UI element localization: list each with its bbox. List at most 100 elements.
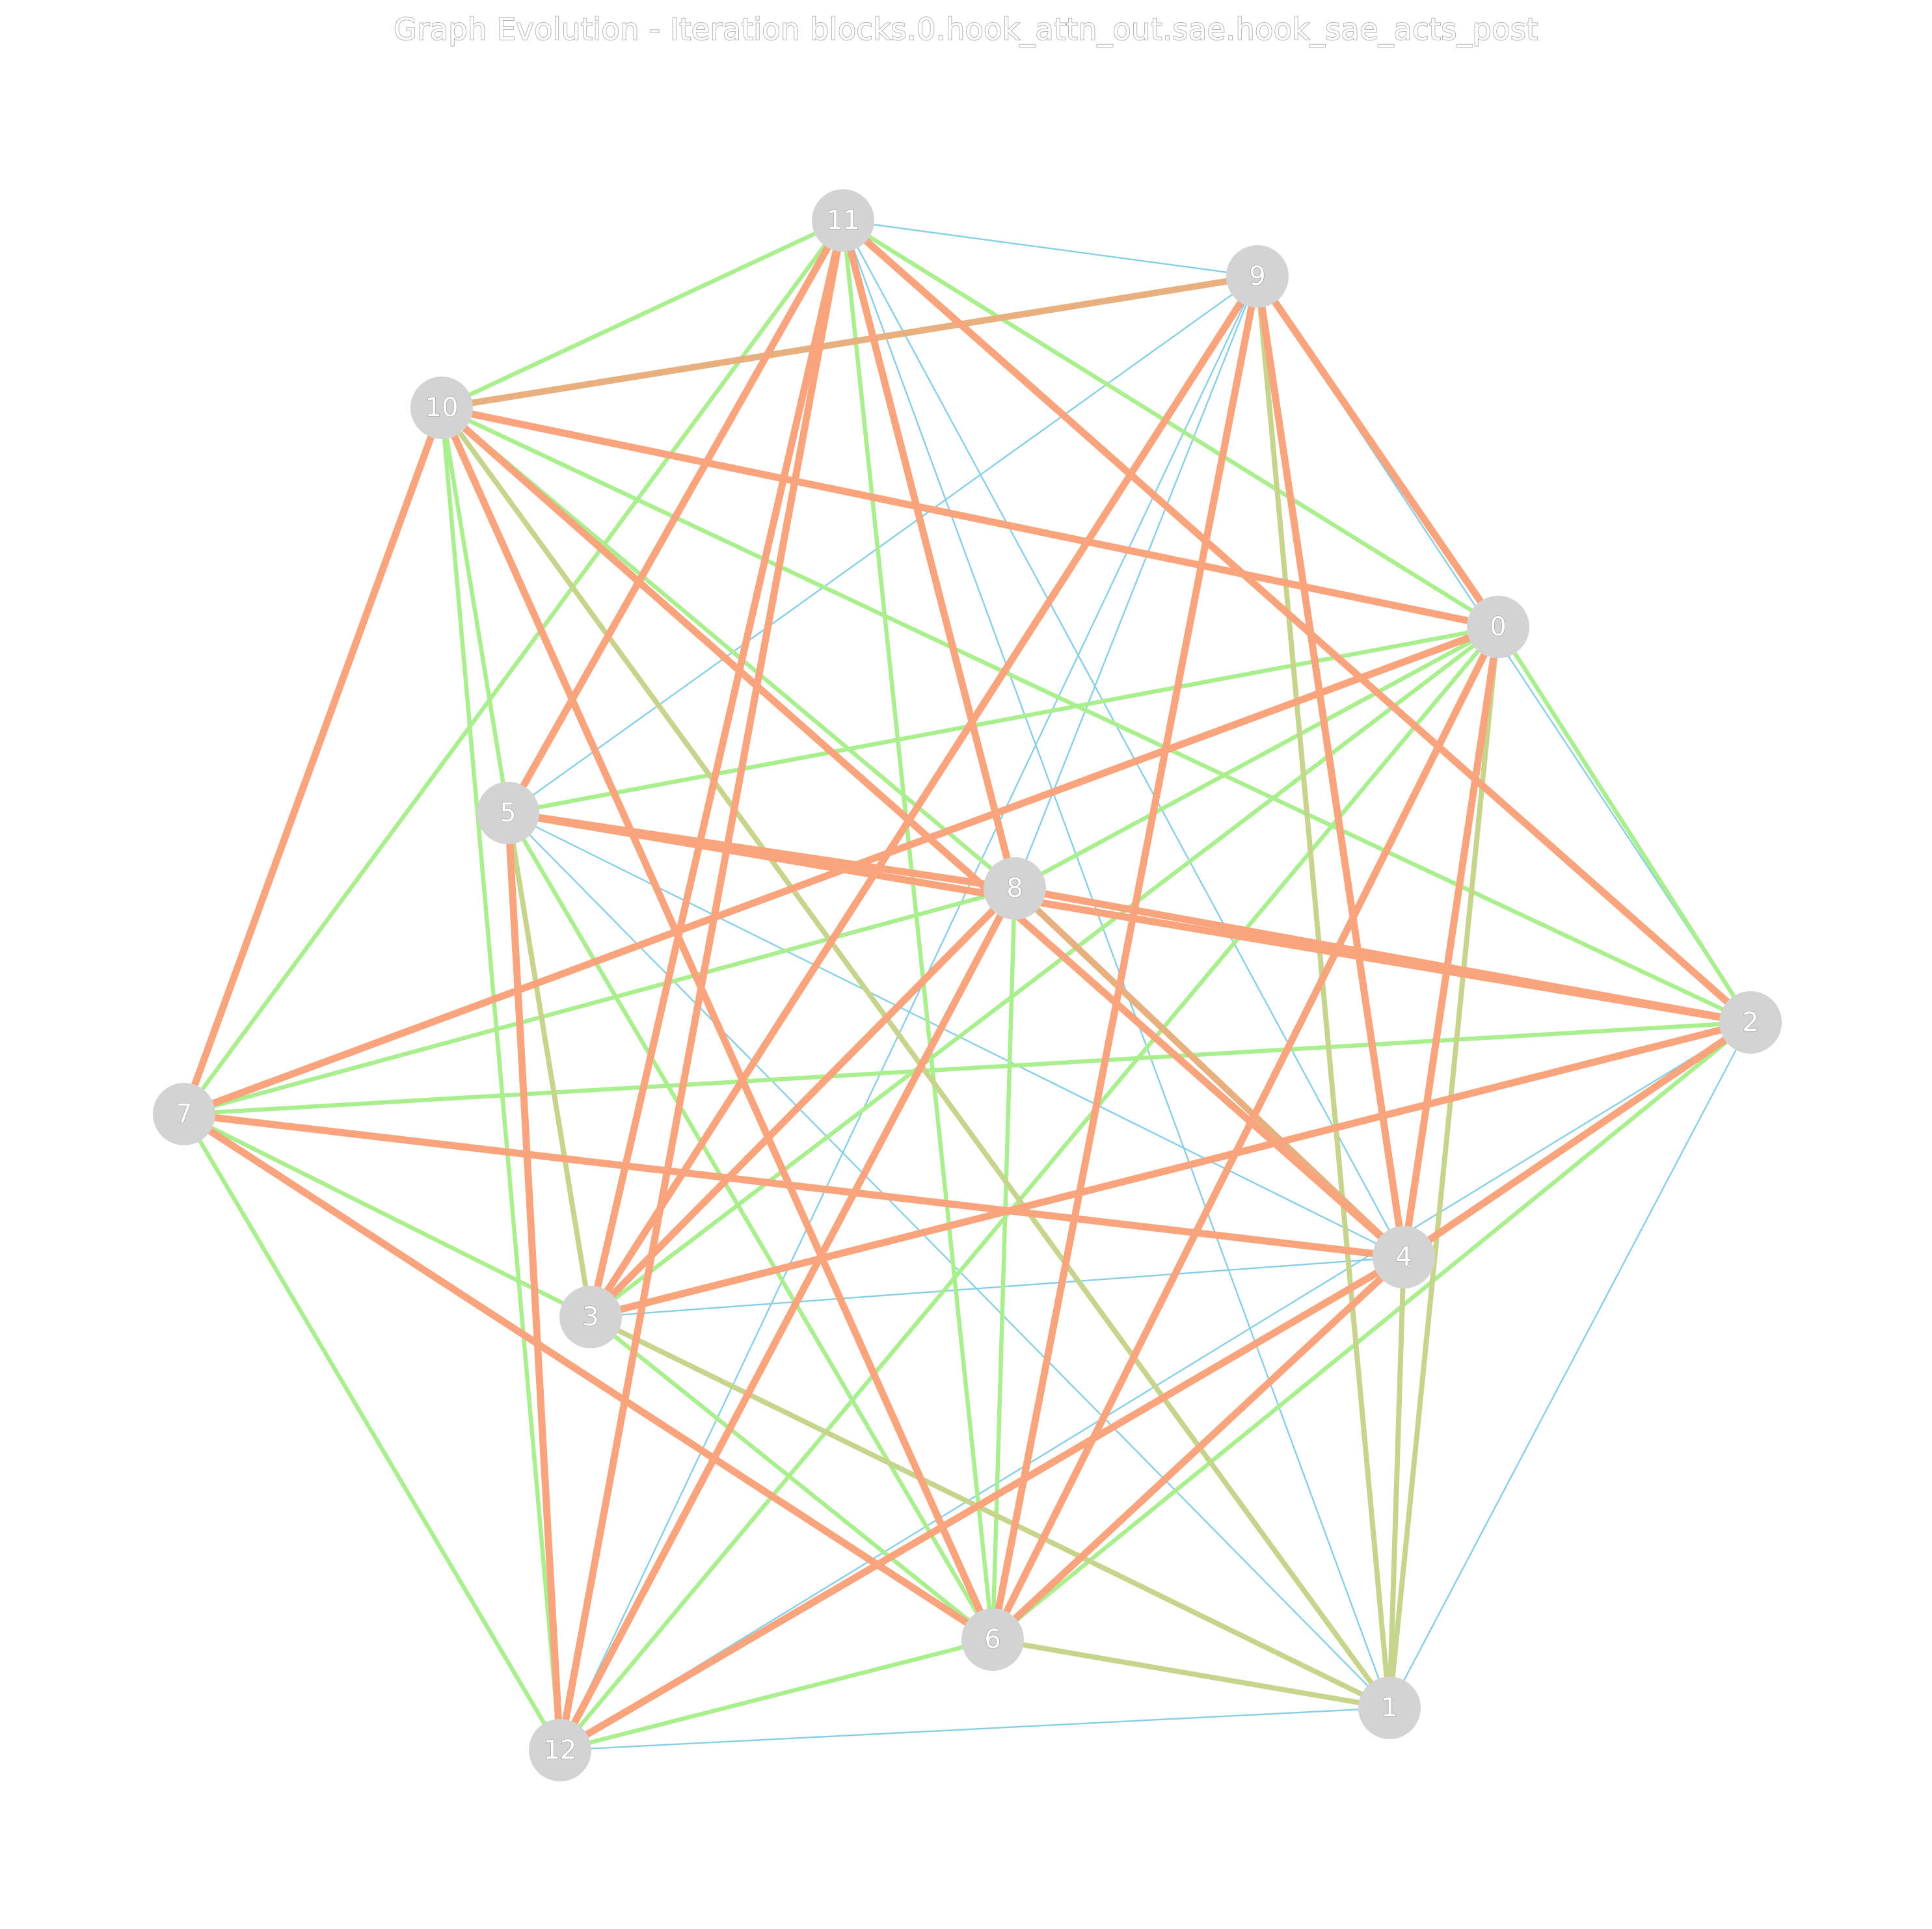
edge-11-6 — [840, 220, 995, 1640]
edge-7-3 — [183, 1112, 592, 1319]
edge-0-8 — [1013, 625, 1499, 890]
node-label: 11 — [827, 206, 860, 235]
node-label: 12 — [544, 1735, 577, 1765]
edge-4-1 — [1387, 1257, 1406, 1709]
edge-10-7 — [180, 406, 446, 1115]
node-4[interactable]: 4 — [1373, 1226, 1435, 1288]
edge-10-0 — [440, 404, 1499, 631]
edge-2-1 — [1388, 1022, 1752, 1709]
node-7[interactable]: 7 — [153, 1083, 215, 1145]
edge-4-3 — [590, 1256, 1404, 1318]
node-9[interactable]: 9 — [1226, 245, 1289, 308]
node-0[interactable]: 0 — [1467, 596, 1529, 658]
edge-8-2 — [1014, 885, 1751, 1026]
edge-11-7 — [182, 219, 845, 1115]
node-circle — [1358, 1677, 1421, 1739]
edge-5-1 — [507, 812, 1390, 1709]
edge-10-12 — [439, 407, 563, 1751]
node-3[interactable]: 3 — [559, 1286, 622, 1348]
node-label: 9 — [1249, 261, 1265, 291]
edge-7-6 — [182, 1111, 995, 1643]
edge-9-5 — [507, 276, 1258, 814]
node-label: 2 — [1742, 1007, 1758, 1037]
edge-3-6 — [589, 1315, 995, 1642]
node-label: 3 — [582, 1302, 598, 1332]
node-label: 6 — [984, 1625, 1000, 1655]
node-label: 7 — [176, 1099, 192, 1129]
edge-11-2 — [840, 217, 1753, 1026]
node-label: 4 — [1395, 1242, 1412, 1272]
edge-3-1 — [589, 1314, 1391, 1710]
node-circle — [1467, 596, 1529, 658]
node-circle — [1373, 1226, 1435, 1288]
node-label: 0 — [1490, 612, 1506, 642]
edge-6-12 — [559, 1637, 993, 1753]
edge-2-4 — [1401, 1019, 1753, 1260]
edge-2-6 — [991, 1020, 1752, 1642]
edge-9-12 — [559, 276, 1259, 1751]
edge-5-3 — [505, 812, 593, 1318]
edge-6-1 — [992, 1637, 1390, 1710]
node-6[interactable]: 6 — [961, 1608, 1024, 1671]
edge-9-8 — [1013, 276, 1259, 889]
node-circle — [1226, 245, 1289, 308]
edge-4-6 — [990, 1254, 1406, 1643]
node-circle — [961, 1608, 1024, 1671]
node-8[interactable]: 8 — [984, 857, 1046, 920]
edge-11-3 — [587, 219, 847, 1318]
edge-11-8 — [839, 219, 1019, 890]
edge-2-3 — [589, 1018, 1752, 1321]
edge-9-3 — [587, 274, 1261, 1319]
node-circle — [1719, 991, 1782, 1054]
node-circle — [153, 1083, 215, 1145]
edge-10-9 — [441, 273, 1258, 411]
page-title: Graph Evolution - Iteration blocks.0.hoo… — [393, 11, 1538, 47]
edge-0-4 — [1400, 626, 1502, 1258]
edge-8-3 — [588, 886, 1017, 1320]
node-1[interactable]: 1 — [1358, 1677, 1421, 1739]
edge-7-2 — [183, 1020, 1751, 1117]
node-circle — [529, 1719, 591, 1781]
edge-0-12 — [558, 625, 1500, 1752]
edge-11-12 — [556, 219, 847, 1751]
edge-9-4 — [1254, 276, 1408, 1258]
node-circle — [984, 857, 1046, 920]
node-12[interactable]: 12 — [529, 1719, 591, 1781]
node-5[interactable]: 5 — [477, 782, 539, 844]
edge-9-0 — [1254, 274, 1501, 630]
edge-10-4 — [439, 405, 1406, 1260]
edge-4-12 — [558, 1254, 1406, 1753]
node-label: 10 — [425, 393, 459, 423]
edge-0-1 — [1387, 626, 1501, 1709]
edge-10-6 — [438, 406, 997, 1642]
node-label: 1 — [1381, 1693, 1397, 1723]
edge-8-12 — [557, 886, 1018, 1752]
edge-5-12 — [504, 812, 564, 1751]
edge-11-5 — [505, 219, 846, 815]
edge-10-2 — [440, 406, 1752, 1024]
edge-9-1 — [1255, 276, 1392, 1709]
edge-10-1 — [439, 406, 1392, 1710]
edges-layer — [180, 217, 1753, 1753]
node-circle — [410, 377, 473, 439]
node-10[interactable]: 10 — [410, 377, 473, 439]
node-circle — [812, 189, 874, 252]
edge-11-1 — [842, 220, 1391, 1709]
node-label: 5 — [500, 798, 516, 828]
edge-12-1 — [559, 1707, 1390, 1751]
edge-9-6 — [989, 275, 1261, 1641]
node-label: 8 — [1006, 873, 1023, 903]
edge-7-12 — [182, 1113, 562, 1751]
edge-0-2 — [1496, 626, 1752, 1024]
edge-5-6 — [506, 812, 995, 1641]
edge-8-7 — [183, 886, 1015, 1117]
edge-11-9 — [842, 219, 1258, 278]
edge-11-0 — [842, 219, 1499, 629]
node-2[interactable]: 2 — [1719, 991, 1782, 1054]
node-circle — [559, 1286, 622, 1348]
node-11[interactable]: 11 — [812, 189, 874, 252]
edge-0-3 — [589, 625, 1499, 1319]
edge-0-6 — [989, 625, 1501, 1642]
